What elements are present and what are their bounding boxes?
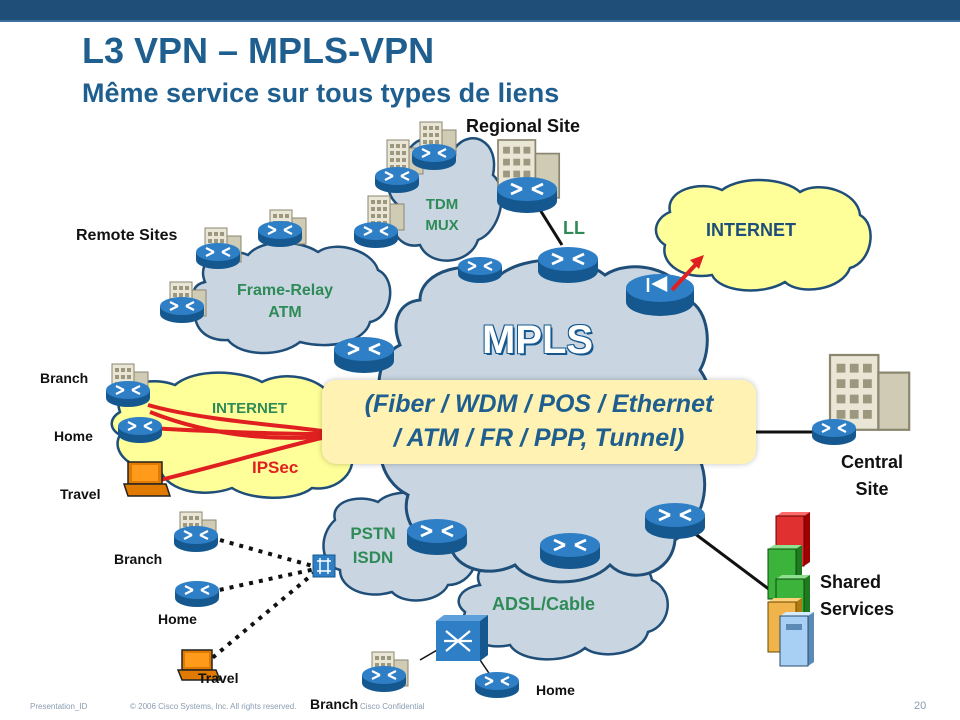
page-number: 20: [914, 700, 927, 712]
slide-title: L3 VPN – MPLS-VPN: [82, 30, 435, 71]
frame-relay-label-line2: ATM: [268, 304, 302, 321]
home-label-2: Home: [158, 611, 197, 627]
travel-label-1: Travel: [60, 486, 101, 502]
isdn-switch-icon: [312, 554, 336, 578]
laptop-icon: [122, 461, 172, 497]
tdm-label-line2: MUX: [425, 217, 459, 234]
footer-presentation-id: Presentation_ID: [30, 702, 88, 711]
branch-label-1: Branch: [40, 370, 89, 386]
branch-label-2: Branch: [114, 551, 163, 567]
shared-services-label: Shared Services: [820, 572, 894, 620]
tdm-label: TDM MUX: [408, 196, 476, 234]
slide-subtitle: Même service sur tous types de liens: [82, 78, 560, 108]
mpls-label: MPLS: [482, 318, 594, 362]
pstn-label-line2: ISDN: [352, 548, 394, 567]
regional-site-label: Regional Site: [466, 116, 581, 136]
pstn-label: PSTN ISDN: [338, 524, 408, 568]
footer-confidential: Cisco Confidential: [360, 702, 425, 711]
internet-left-label: INTERNET: [212, 400, 287, 417]
remote-sites-label: Remote Sites: [76, 227, 178, 244]
frame-relay-cloud: [192, 241, 392, 355]
home-label-1: Home: [54, 428, 93, 444]
callout-line2: / ATM / FR / PPP, Tunnel): [393, 424, 685, 452]
ipsec-tunnels: [147, 403, 331, 482]
laptop-icon: [176, 649, 222, 681]
central-site-label-line1: Central: [840, 452, 903, 472]
frame-relay-label-line1: Frame-Relay: [236, 282, 334, 299]
server-icons: [767, 512, 814, 667]
internet-right-cloud: [654, 178, 872, 292]
internet-exit-arrow: [670, 255, 704, 292]
tdm-label-line1: TDM: [425, 196, 459, 213]
home-label-3: Home: [536, 682, 575, 698]
top-banner: [0, 0, 960, 20]
central-site-label-line2: Site: [855, 479, 889, 499]
shared-services-label-line1: Shared: [820, 572, 882, 592]
pstn-label-line1: PSTN: [350, 524, 396, 543]
ipsec-label: IPSec: [252, 458, 299, 477]
travel-label-2: Travel: [198, 670, 239, 686]
ll-label: LL: [563, 218, 585, 238]
shared-services-label-line2: Services: [820, 599, 895, 619]
callout-line1: (Fiber / WDM / POS / Ethernet: [364, 390, 714, 418]
top-banner-stripe: [0, 20, 960, 22]
frame-relay-label: Frame-Relay ATM: [220, 282, 350, 322]
footer-copyright: © 2006 Cisco Systems, Inc. All rights re…: [130, 702, 297, 711]
adsl-switch-icon: [436, 615, 488, 661]
adsl-label: ADSL/Cable: [492, 594, 596, 614]
branch-label-3: Branch: [310, 696, 359, 712]
internet-right-label: INTERNET: [706, 220, 796, 240]
central-site-label: Central Site: [832, 452, 912, 500]
link-types-callout: (Fiber / WDM / POS / Ethernet / ATM / FR…: [322, 380, 756, 464]
firewall-router-icon: [626, 274, 694, 316]
